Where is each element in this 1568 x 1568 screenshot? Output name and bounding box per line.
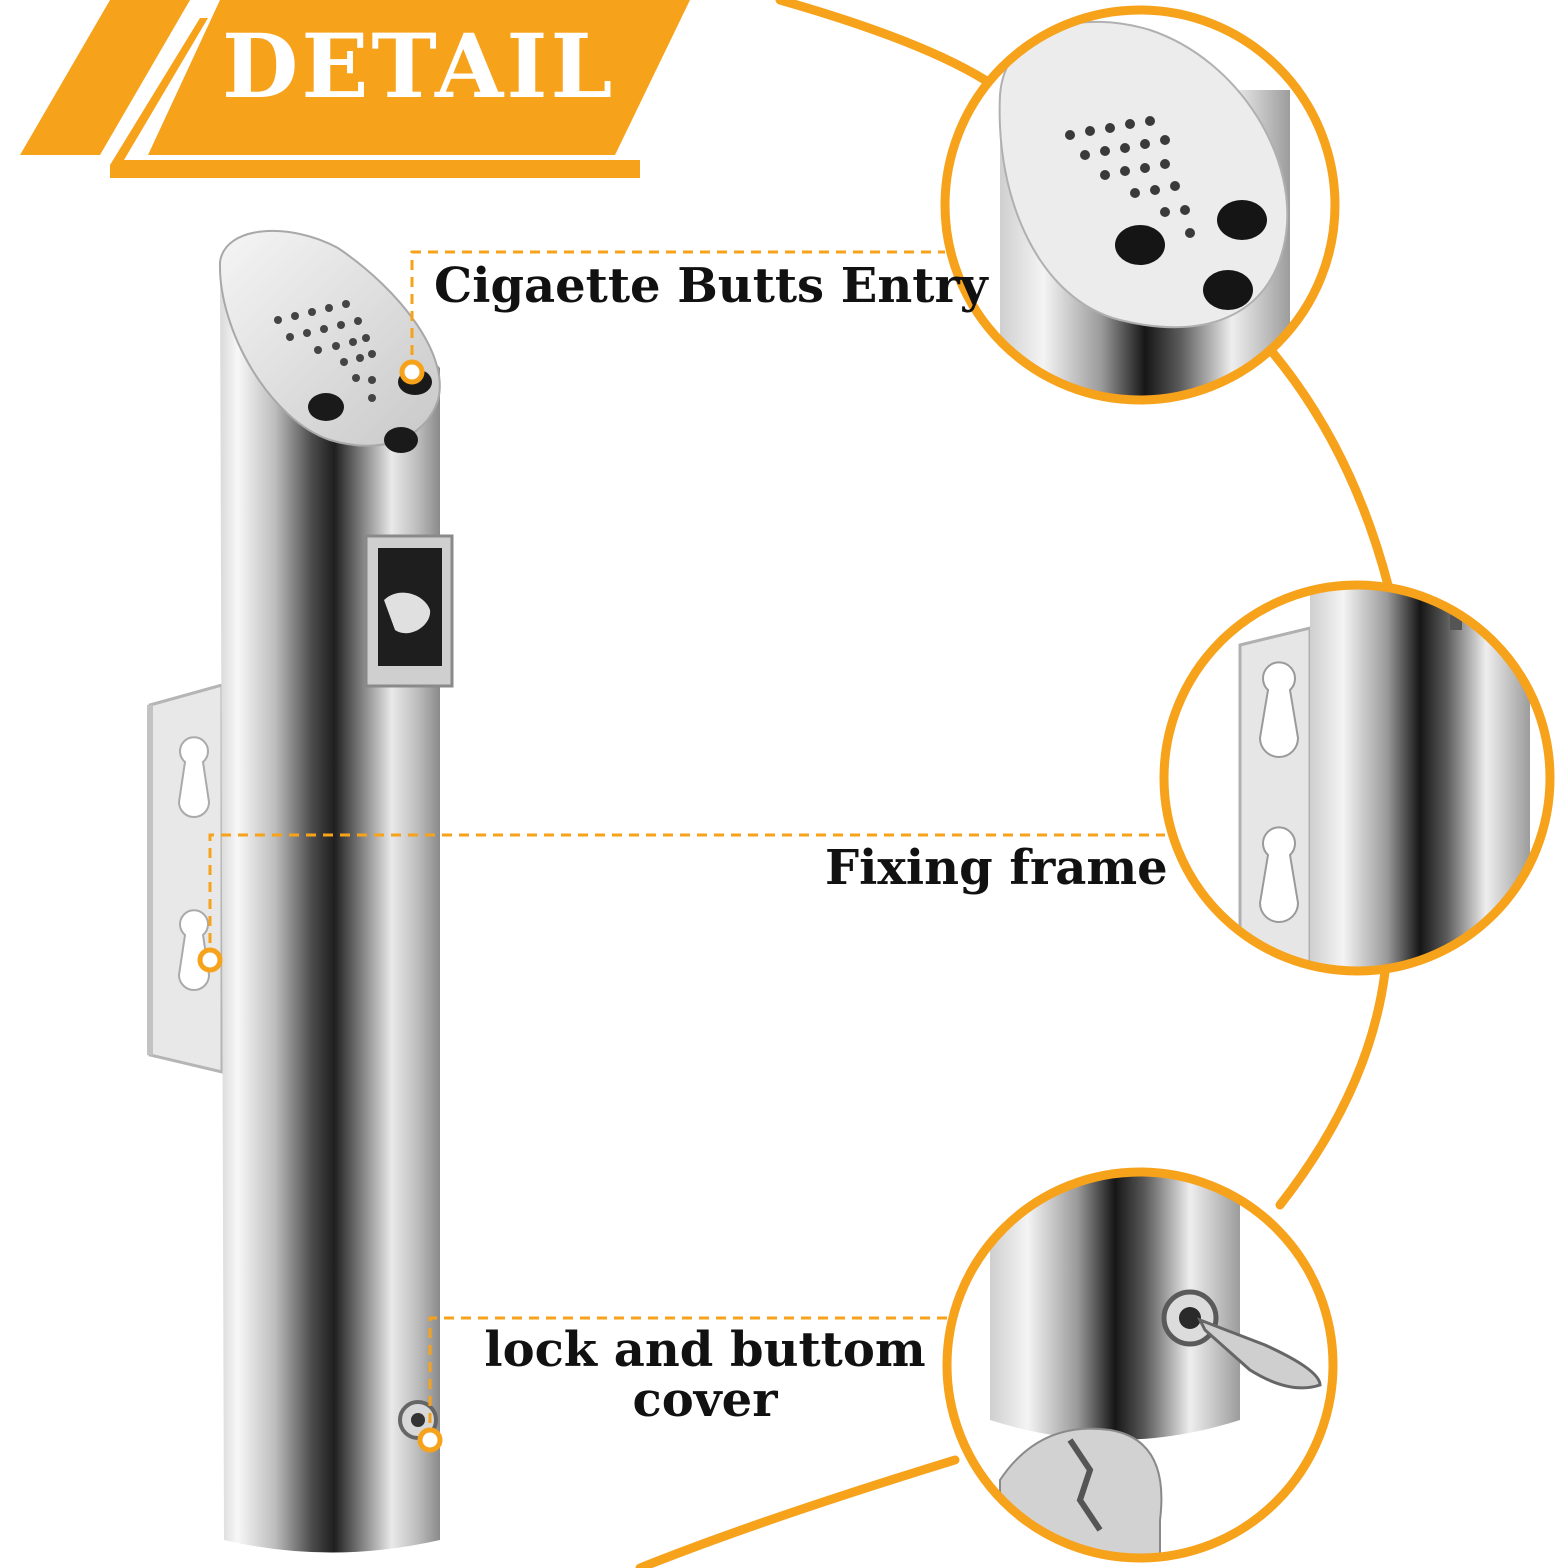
keyhole-slot-top (177, 736, 211, 818)
keyhole-slot-bottom (177, 909, 211, 991)
ashtray-product (147, 230, 454, 1553)
callout-fixing-frame: Fixing frame (825, 840, 1168, 896)
zoom-circle-frame (1159, 580, 1555, 976)
zoom-circle-lock (942, 1167, 1338, 1563)
callout-cigarette-entry: Cigaette Butts Entry (434, 258, 988, 314)
banner (20, 0, 690, 178)
callout-lock-cover: lock and buttom cover (484, 1322, 926, 1428)
zoom-circle-entry (940, 5, 1340, 405)
callout-dots (197, 359, 443, 1453)
connector-arc (635, 0, 1393, 1568)
banner-title: DETAIL (222, 14, 616, 118)
top-cap (218, 230, 441, 447)
leader-lines (208, 250, 1165, 1440)
